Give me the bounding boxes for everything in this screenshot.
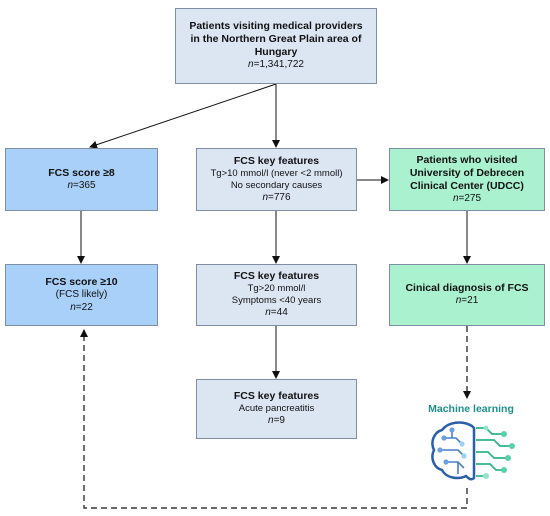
key2-line2: Symptoms <40 years <box>231 295 322 307</box>
key1-title: FCS key features <box>233 154 320 167</box>
box-udcc: Patients who visited University of Debre… <box>389 148 545 211</box>
box-key-features-2: FCS key features Tg>20 mmol/l Symptoms <… <box>196 264 357 326</box>
key3-line1: Acute pancreatitis <box>238 403 315 415</box>
patients-title: Patients visiting medical providers in t… <box>189 20 363 59</box>
key1-count: n=776 <box>262 191 291 203</box>
clinical-count: n=21 <box>455 295 479 307</box>
arrow-patients-to-fcs8 <box>89 83 277 149</box>
fcs10-sub: (FCS likely) <box>55 289 108 301</box>
key2-line1: Tg>20 mmol/l <box>247 283 306 295</box>
dashed-ml-to-fcs10 <box>80 329 468 509</box>
key3-count: n=9 <box>268 415 285 427</box>
box-fcs-score-8: FCS score ≥8 n=365 <box>5 148 158 211</box>
key3-title: FCS key features <box>233 390 320 403</box>
box-clinical-diagnosis: Cinical diagnosis of FCS n=21 <box>389 264 545 326</box>
box-key-features-1: FCS key features Tg>10 mmol/l (never <2 … <box>196 148 357 211</box>
fcs10-count: n=22 <box>70 301 93 313</box>
key2-title: FCS key features <box>233 270 320 283</box>
key2-count: n=44 <box>265 307 288 319</box>
box-key-features-3: FCS key features Acute pancreatitis n=9 <box>196 379 357 439</box>
patients-count: n=1,341,722 <box>248 59 304 71</box>
key1-line1: Tg>10 mmol/l (never <2 mmoll) <box>210 167 343 179</box>
fcs10-title: FCS score ≥10 <box>45 275 118 288</box>
box-patients: Patients visiting medical providers in t… <box>175 8 377 84</box>
udcc-count: n=275 <box>452 192 482 204</box>
brain-circuit-icon <box>431 421 515 481</box>
fcs8-count: n=365 <box>67 179 96 191</box>
udcc-title: Patients who visited University of Debre… <box>409 153 525 192</box>
box-fcs-score-10: FCS score ≥10 (FCS likely) n=22 <box>5 264 158 326</box>
machine-learning-label: Machine learning <box>428 403 514 415</box>
clinical-title: Cinical diagnosis of FCS <box>405 282 529 295</box>
key1-line2: No secondary causes <box>230 179 323 191</box>
fcs8-title: FCS score ≥8 <box>48 166 115 179</box>
